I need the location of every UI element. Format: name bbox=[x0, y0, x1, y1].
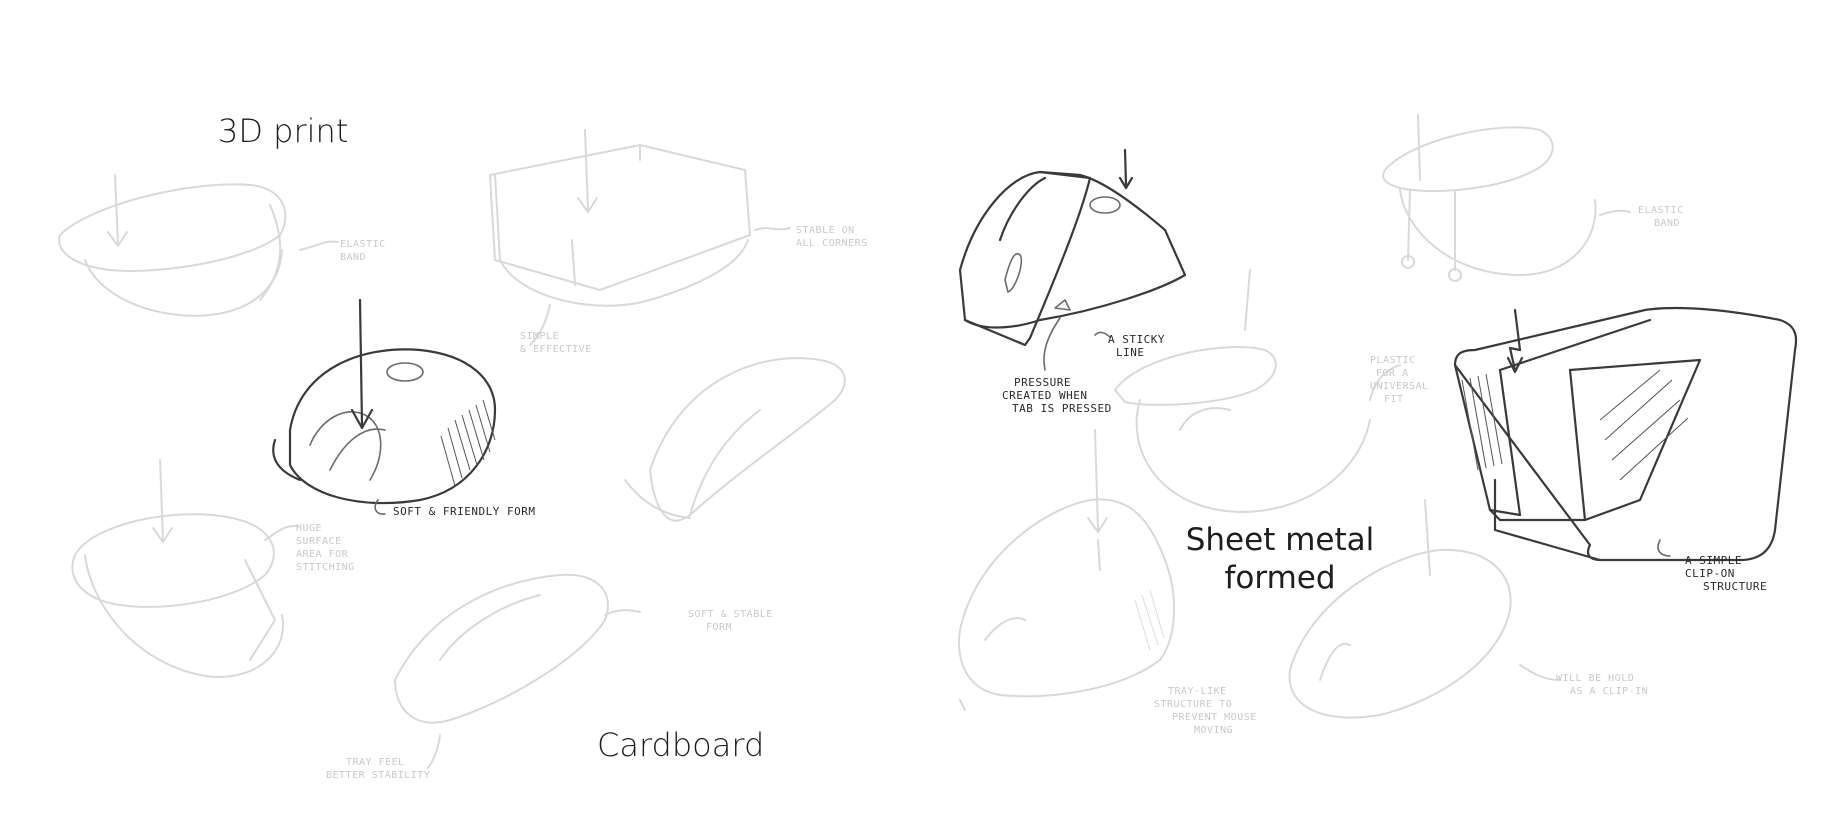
note-tray-like-line4: MOVING bbox=[1194, 725, 1234, 736]
note-plastic-line1: PLASTIC bbox=[1370, 355, 1416, 366]
note-huge-surface-line2: SURFACE bbox=[296, 536, 342, 547]
caption-sheet-metal-line1: Sheet metal bbox=[1185, 522, 1375, 558]
note-pressure-3: TAB IS PRESSED bbox=[1012, 402, 1112, 415]
note-tray-like-line2: STRUCTURE TO bbox=[1154, 699, 1233, 710]
note-elastic-band-2-line1: ELASTIC bbox=[1638, 205, 1684, 216]
note-pressure-1: PRESSURE bbox=[1014, 376, 1071, 389]
note-hold-line1: WILL BE HOLD bbox=[1556, 673, 1635, 684]
note-sticky-line: A STICKY LINE bbox=[1108, 333, 1165, 359]
note-elastic-band-1-line2: BAND bbox=[340, 252, 367, 263]
note-huge-surface: HUGE SURFACE AREA FOR STITCHING bbox=[296, 522, 355, 574]
note-tray-like-line3: PREVENT MOUSE bbox=[1172, 712, 1257, 723]
note-tray-feel: TRAY FEEL BETTER STABILITY bbox=[326, 756, 430, 782]
faint-arch-sketch bbox=[624, 357, 846, 522]
note-elastic-band-1-line1: ELASTIC bbox=[340, 239, 386, 250]
faint-box-sketch bbox=[489, 129, 791, 346]
note-huge-surface-line4: STITCHING bbox=[296, 562, 355, 573]
note-tray-like: TRAY-LIKE STRUCTURE TO PREVENT MOUSE MOV… bbox=[1154, 685, 1257, 737]
dark-clip-on-structure bbox=[1453, 306, 1798, 562]
note-huge-surface-line1: HUGE bbox=[296, 523, 323, 534]
note-pressure-2: CREATED WHEN bbox=[1002, 389, 1088, 402]
note-will-hold: WILL BE HOLD AS A CLIP-IN bbox=[1556, 672, 1648, 698]
faint-mouse-sketch-1 bbox=[58, 174, 339, 317]
caption-3d-print: 3D print bbox=[218, 112, 349, 150]
note-plastic: PLASTIC FOR A UNIVERSAL FIT bbox=[1370, 354, 1429, 406]
caption-sheet-metal-line2: formed bbox=[1224, 560, 1336, 596]
note-sticky-line-2: LINE bbox=[1116, 346, 1145, 359]
note-simple-line1: SIMPLE bbox=[520, 331, 560, 342]
note-clip-2: CLIP-ON bbox=[1685, 567, 1735, 580]
note-sticky-line-1: A STICKY bbox=[1108, 333, 1165, 346]
note-simple: SIMPLE & EFFECTIVE bbox=[520, 330, 592, 356]
note-huge-surface-line3: AREA FOR bbox=[296, 549, 349, 560]
note-stable-line1: STABLE ON bbox=[796, 225, 855, 236]
note-simple-line2: & EFFECTIVE bbox=[520, 344, 592, 355]
note-soft-stable-line1: SOFT & STABLE bbox=[688, 609, 773, 620]
note-plastic-line3: UNIVERSAL bbox=[1370, 381, 1429, 392]
note-clip-on: A SIMPLE CLIP-ON STRUCTURE bbox=[1685, 554, 1767, 593]
note-soft-friendly-form: SOFT & FRIENDLY FORM bbox=[393, 505, 536, 518]
note-tray-feel-line2: BETTER STABILITY bbox=[326, 770, 431, 781]
dark-mouse-sheet-metal bbox=[958, 148, 1187, 371]
note-plastic-line2: FOR A bbox=[1376, 368, 1409, 379]
note-soft-stable-line2: FORM bbox=[706, 622, 733, 633]
note-elastic-band-1: ELASTIC BAND bbox=[340, 238, 386, 264]
note-clip-3: STRUCTURE bbox=[1703, 580, 1768, 593]
note-plastic-line4: FIT bbox=[1384, 394, 1404, 405]
note-stable-line2: ALL CORNERS bbox=[796, 238, 868, 249]
note-pressure: PRESSURE CREATED WHEN TAB IS PRESSED bbox=[1002, 376, 1112, 415]
note-elastic-band-2: ELASTIC BAND bbox=[1638, 204, 1684, 230]
caption-sheet-metal-formed: Sheet metal formed bbox=[1160, 521, 1400, 597]
note-clip-1: A SIMPLE bbox=[1685, 554, 1742, 567]
faint-mouse-sketch-6 bbox=[1382, 114, 1631, 282]
caption-cardboard: Cardboard bbox=[597, 726, 765, 764]
note-soft-stable: SOFT & STABLE FORM bbox=[688, 608, 773, 634]
faint-mouse-sketch-8 bbox=[958, 429, 1175, 711]
faint-mouse-sketch-5 bbox=[394, 573, 641, 769]
faint-mouse-sketch-9 bbox=[1288, 499, 1561, 719]
note-hold-line2: AS A CLIP-IN bbox=[1570, 686, 1649, 697]
faint-mouse-sketch-7 bbox=[1114, 269, 1401, 513]
note-tray-feel-line1: TRAY FEEL bbox=[346, 757, 405, 768]
note-tray-like-line1: TRAY-LIKE bbox=[1168, 686, 1227, 697]
note-elastic-band-2-line2: BAND bbox=[1654, 218, 1681, 229]
faint-mouse-sketch-4 bbox=[71, 459, 299, 678]
note-stable: STABLE ON ALL CORNERS bbox=[796, 224, 868, 250]
dark-mouse-soft-form bbox=[272, 298, 497, 515]
